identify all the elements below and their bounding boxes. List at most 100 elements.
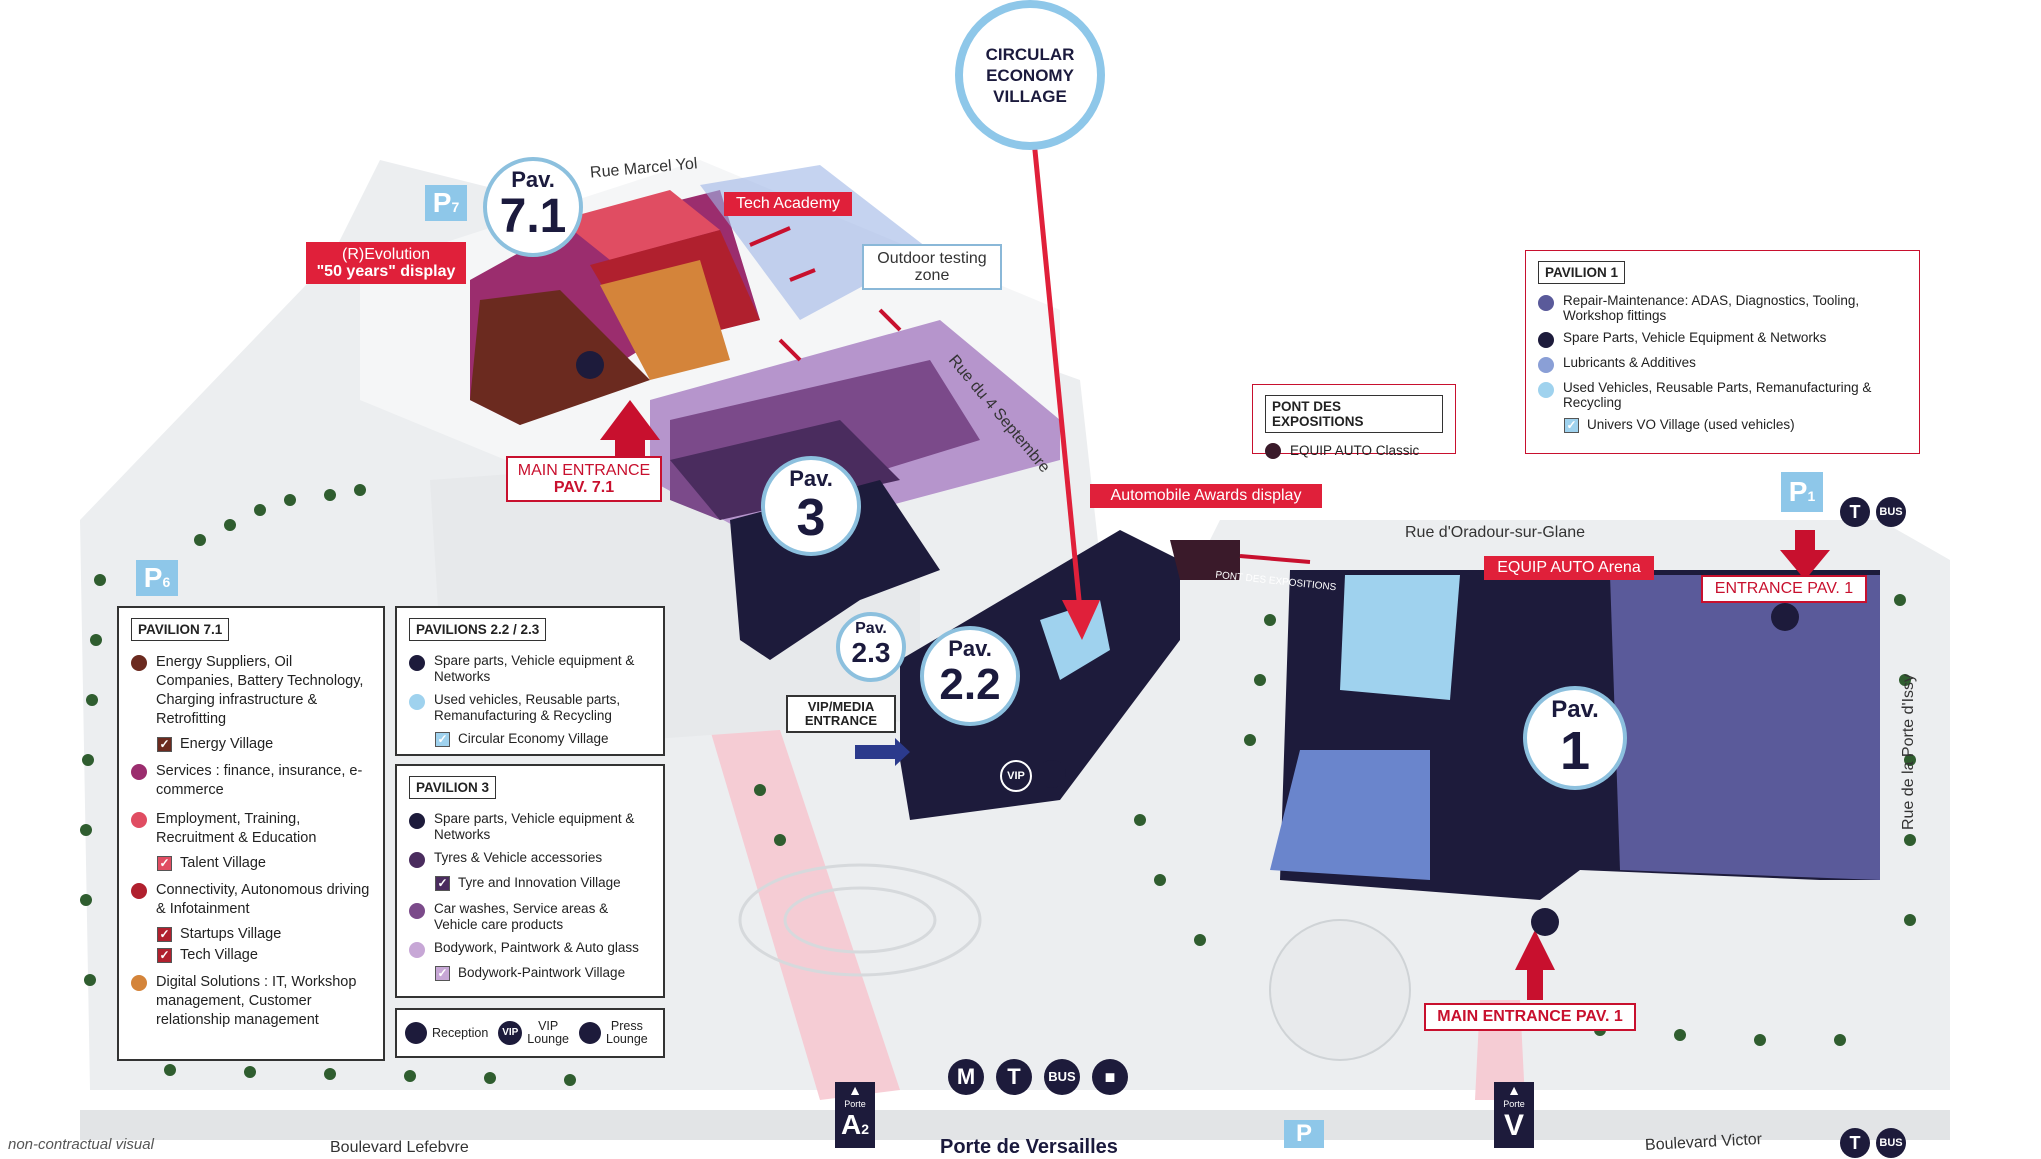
parking-number: 6 xyxy=(162,574,171,590)
pavilion-2-2-badge[interactable]: Pav. 2.2 xyxy=(920,626,1020,726)
village-check-icon: ✓ xyxy=(435,965,450,981)
street-boulevard-lefebvre: Boulevard Lefebvre xyxy=(330,1139,469,1156)
porte-a2-number: 2 xyxy=(861,1121,870,1137)
outdoor-testing-label[interactable]: Outdoor testing zone xyxy=(862,244,1002,290)
pav71-zone-digital xyxy=(600,260,730,380)
bus-icon[interactable]: BUS xyxy=(1044,1059,1080,1095)
pavilion-3-badge[interactable]: Pav. 3 xyxy=(761,456,861,556)
pav-number: 7.1 xyxy=(499,190,567,243)
pavilion-1-badge[interactable]: Pav. 1 xyxy=(1523,686,1627,790)
color-swatch xyxy=(409,942,425,958)
circular-village-line1: CIRCULAR xyxy=(985,45,1075,64)
legend-sub-text: Tyre and Innovation Village xyxy=(458,875,621,890)
legend-text: Digital Solutions : IT, Workshop managem… xyxy=(156,974,357,1028)
car-icon[interactable]: ■ xyxy=(1092,1059,1128,1095)
connector-arrow xyxy=(878,308,902,332)
legend-sub-text: Bodywork-Paintwork Village xyxy=(458,965,626,980)
legend-sub-text: Startups Village xyxy=(180,926,282,942)
outdoor-line2: zone xyxy=(914,267,950,284)
legend-item: Tyres & Vehicle accessories xyxy=(409,850,651,868)
legend-item: Car washes, Service areas & Vehicle care… xyxy=(409,901,651,933)
color-swatch xyxy=(1538,357,1554,373)
geode-dome xyxy=(1269,919,1411,1061)
parking-p1-icon[interactable]: P1 xyxy=(1781,472,1823,512)
legend-text: Spare Parts, Vehicle Equipment & Network… xyxy=(1563,330,1827,345)
vip-media-entrance-label[interactable]: VIP/MEDIA ENTRANCE xyxy=(786,695,896,733)
parking-main-icon[interactable]: P xyxy=(1284,1120,1324,1148)
trees xyxy=(80,484,1916,1086)
village-check-icon: ✓ xyxy=(157,947,172,963)
reception-icon xyxy=(405,1022,427,1044)
circular-village-pointer xyxy=(1029,119,1083,611)
color-swatch xyxy=(131,883,147,899)
press-legend-line1: Press xyxy=(610,1019,643,1033)
pav22-block xyxy=(900,530,1180,820)
entrance-arrow-pav1-north xyxy=(1780,530,1830,580)
non-contractual-note: non-contractual visual xyxy=(8,1136,154,1153)
entrance-pav1-label[interactable]: ENTRANCE PAV. 1 xyxy=(1701,575,1867,603)
pavilion-2-3-badge[interactable]: Pav. 2.3 xyxy=(836,612,906,682)
main-entrance-71-label[interactable]: MAIN ENTRANCE PAV. 7.1 xyxy=(506,456,662,502)
tram-icon[interactable]: T xyxy=(1840,1128,1870,1158)
pav1-zone-lubricants xyxy=(1270,750,1430,880)
pav71-zone-talent xyxy=(560,190,720,260)
color-swatch xyxy=(131,975,147,991)
vip-media-line1: VIP/MEDIA xyxy=(807,699,875,714)
color-swatch xyxy=(1538,295,1554,311)
pedestrian-icon: ▲ xyxy=(1507,1082,1521,1098)
legend-item: Digital Solutions : IT, Workshop managem… xyxy=(131,973,371,1030)
press-legend-line2: Lounge xyxy=(606,1032,648,1046)
legend-text: Spare parts, Vehicle equipment & Network… xyxy=(434,811,635,842)
circular-economy-village-bubble[interactable]: CIRCULAR ECONOMY VILLAGE xyxy=(955,0,1105,150)
parking-p7-icon[interactable]: P7 xyxy=(425,185,467,221)
automobile-awards-label[interactable]: Automobile Awards display xyxy=(1090,484,1322,508)
tech-academy-label[interactable]: Tech Academy xyxy=(724,192,852,216)
legend-pavilion-3: PAVILION 3 Spare parts, Vehicle equipmen… xyxy=(395,764,665,998)
connector-arrow xyxy=(749,226,791,247)
circular-village-line3: VILLAGE xyxy=(993,87,1067,106)
pavilion-7-1-badge[interactable]: Pav. 7.1 xyxy=(483,157,583,257)
legend-item: Used Vehicles, Reusable Parts, Remanufac… xyxy=(1538,380,1907,410)
reception-icon xyxy=(1771,603,1799,631)
metro-icon[interactable]: M xyxy=(948,1059,984,1095)
legend-title: PAVILION 1 xyxy=(1538,261,1626,284)
color-swatch xyxy=(1265,443,1281,459)
bus-icon[interactable]: BUS xyxy=(1876,1128,1906,1158)
legend-item: Repair-Maintenance: ADAS, Diagnostics, T… xyxy=(1538,293,1907,323)
legend-item: Connectivity, Autonomous driving & Infot… xyxy=(131,881,371,919)
entrance-arrow-71 xyxy=(600,400,660,470)
circular-village-line2: ECONOMY xyxy=(986,66,1074,85)
main-entrance-pav1-label[interactable]: MAIN ENTRANCE PAV. 1 xyxy=(1424,1003,1636,1031)
village-check-icon: ✓ xyxy=(435,875,450,891)
pav-label: Pav. xyxy=(511,167,555,192)
tram-icon[interactable]: T xyxy=(996,1059,1032,1095)
street-porte-de-versailles: Porte de Versailles xyxy=(940,1136,1118,1158)
legend-title: PONT DES EXPOSITIONS xyxy=(1265,395,1443,433)
legend-item: Spare parts, Vehicle equipment & Network… xyxy=(409,811,651,843)
porte-a2-sign[interactable]: ▲ Porte A2 xyxy=(835,1082,875,1148)
revolution-display-label[interactable]: (R)Evolution "50 years" display xyxy=(306,242,466,284)
pav71-zone-energy xyxy=(470,290,650,425)
connector-arrow xyxy=(1239,554,1311,564)
parking-p6-icon[interactable]: P6 xyxy=(136,560,178,596)
tram-icon[interactable]: T xyxy=(1840,497,1870,527)
porte-v-sign[interactable]: ▲ Porte V xyxy=(1494,1082,1534,1148)
legend-item: EQUIP AUTO Classic xyxy=(1265,441,1443,460)
village-check-icon: ✓ xyxy=(157,926,172,942)
pav-label: Pav. xyxy=(855,620,887,637)
village-check-icon: ✓ xyxy=(1564,417,1579,433)
legend-text: Energy Suppliers, Oil Companies, Battery… xyxy=(156,654,364,727)
porte-a2-small: Porte xyxy=(844,1099,866,1109)
revolution-line2: "50 years" display xyxy=(316,263,456,280)
revolution-line1: (R)Evolution xyxy=(341,246,431,263)
legend-pavilion-7-1: PAVILION 7.1 Energy Suppliers, Oil Compa… xyxy=(117,606,385,1061)
plaza-ring xyxy=(738,863,982,977)
vip-lounge-icon[interactable]: VIP xyxy=(1000,760,1032,792)
legend-text: Lubricants & Additives xyxy=(1563,355,1696,370)
bus-icon[interactable]: BUS xyxy=(1876,497,1906,527)
legend-sub-item: ✓ Startups Village xyxy=(157,925,371,943)
legend-sub-text: Talent Village xyxy=(180,855,266,871)
color-swatch xyxy=(131,812,147,828)
legend-text: Spare parts, Vehicle equipment & Network… xyxy=(434,653,635,684)
equip-auto-arena-label[interactable]: EQUIP AUTO Arena xyxy=(1484,556,1654,580)
